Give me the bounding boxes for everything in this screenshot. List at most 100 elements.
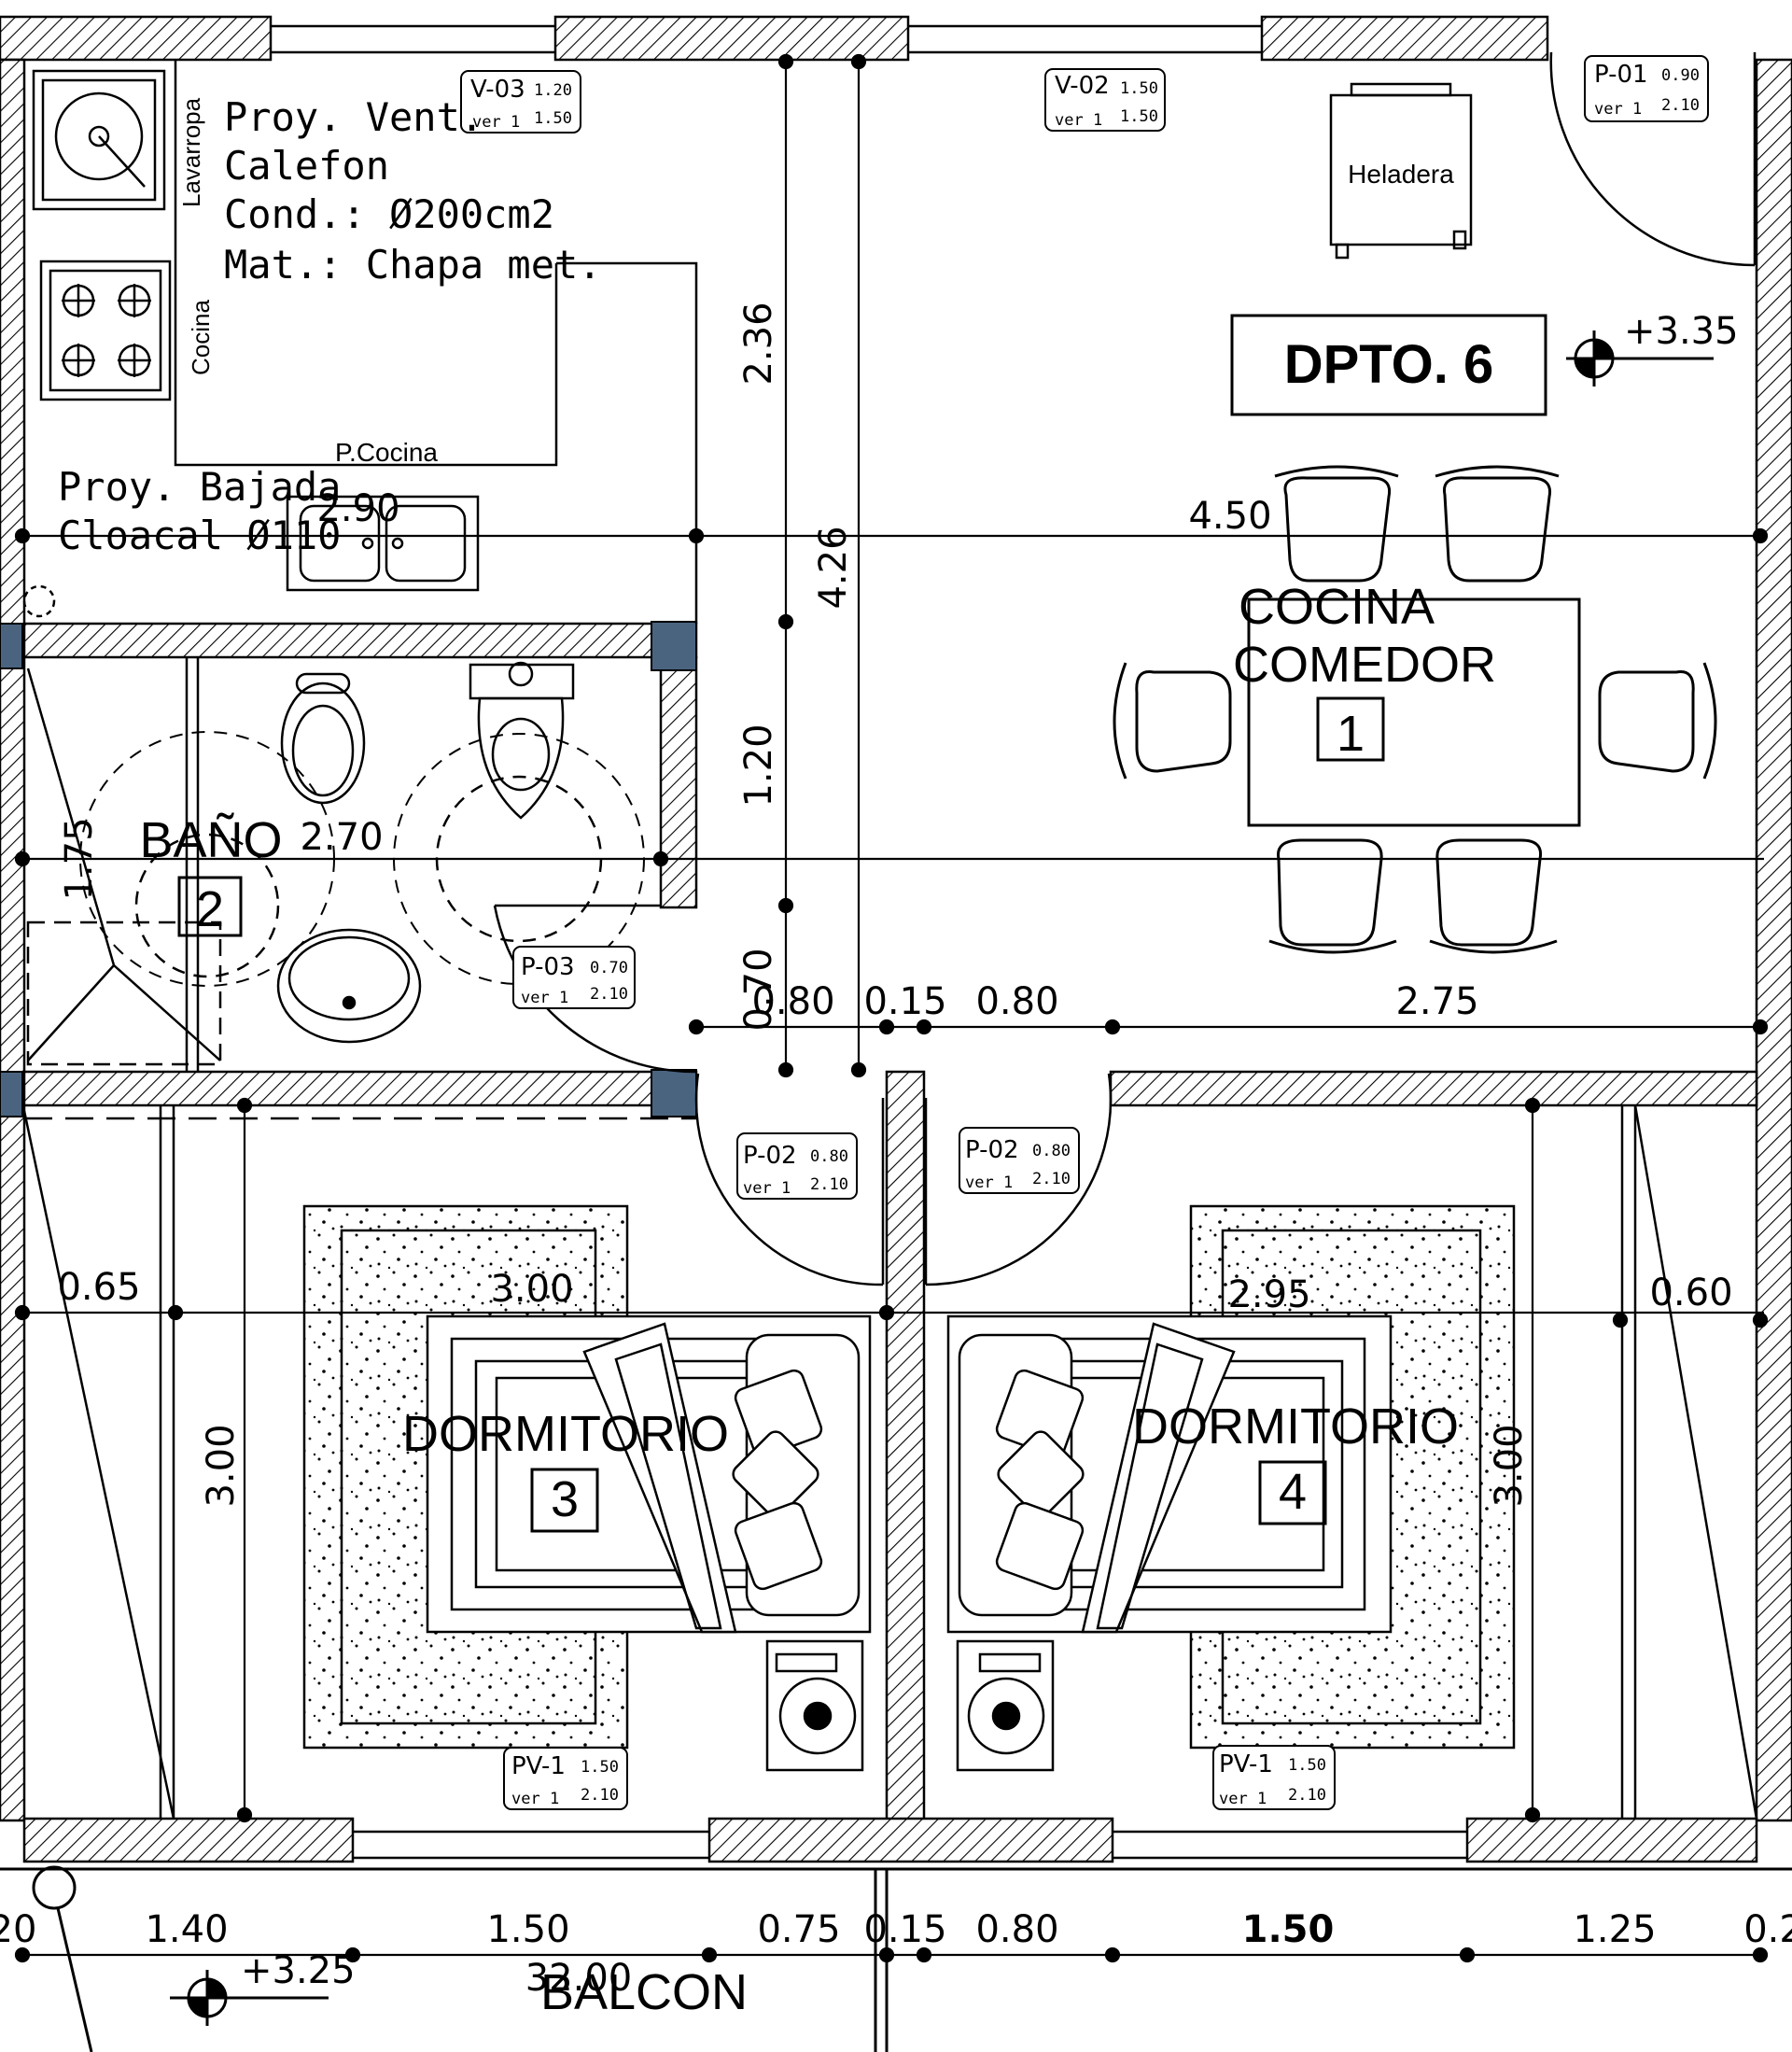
- room-4-width: 2.95: [1227, 1273, 1310, 1316]
- room-2-depth: 1.75: [58, 817, 101, 900]
- chair-icon: [1277, 838, 1383, 947]
- sewer-note-1: Proy. Bajada: [58, 464, 341, 510]
- columns: [0, 621, 697, 1117]
- dim-bottom-6: 0.80: [975, 1908, 1058, 1951]
- washbasin-bowl: [287, 935, 411, 1021]
- fan-hub: [991, 1701, 1021, 1731]
- room-1-line2: COMEDOR: [1233, 637, 1496, 693]
- balcony-name: BALCON: [540, 1964, 748, 2020]
- room-2-number: 2: [196, 881, 224, 937]
- dim-tick: [916, 1947, 932, 1963]
- level-main: +3.35: [1624, 310, 1739, 353]
- dim-tick: [236, 1097, 253, 1114]
- dim-bottom-5: 0.15: [863, 1908, 946, 1951]
- door-swing-p02-right: [925, 1073, 1113, 1286]
- cushion-icon: [995, 1501, 1085, 1591]
- tag-pv1a-cap: ver 1: [511, 1790, 559, 1808]
- room-number-box: [1258, 1460, 1327, 1525]
- downpipe-icon: [32, 1865, 77, 1910]
- level-markers: [170, 330, 1714, 2026]
- opening-tag-box: [1584, 55, 1709, 122]
- chair-icon: [1435, 838, 1543, 947]
- room-4-depth: 3.00: [1488, 1424, 1531, 1507]
- dim-vertical-1: 2.36: [737, 302, 780, 385]
- chair-icon: [1442, 476, 1552, 583]
- dim-tick: [14, 1304, 31, 1321]
- chair-icon: [1135, 669, 1232, 773]
- tag-v03-code: V-03: [470, 76, 525, 104]
- tag-v03-cap: ver 1: [472, 113, 520, 132]
- dining-set: [1113, 465, 1717, 954]
- opening-tag-box: [959, 1127, 1080, 1194]
- chair-icon: [1598, 669, 1695, 773]
- opening-tag-box: [460, 70, 581, 134]
- toilet-seat: [508, 661, 534, 687]
- apartment-label-box: [1230, 314, 1547, 416]
- wall-bottom-3: [1465, 1817, 1758, 1863]
- room-4-right-dim: 0.60: [1649, 1272, 1732, 1314]
- column: [0, 1071, 23, 1117]
- door-swing-p02-left: [694, 1073, 884, 1286]
- balcony-dim: 32.00: [525, 1957, 633, 2000]
- opening-tag-box: [512, 946, 636, 1009]
- bidet-bowl: [291, 704, 355, 797]
- vent-note-1: Proy. Vent.: [224, 94, 483, 140]
- closet-line: [22, 1110, 175, 1820]
- room-3-width: 3.00: [490, 1268, 573, 1311]
- toilet-icon: [477, 696, 565, 820]
- dim-hall-2: 0.15: [863, 980, 946, 1023]
- blanket-fold: [582, 1322, 737, 1634]
- dim-tick: [652, 850, 669, 867]
- dim-tick: [1104, 1019, 1121, 1035]
- dimension-lines: [14, 53, 1769, 1963]
- dim-tick: [1104, 1947, 1121, 1963]
- dim-bottom-4: 0.75: [757, 1908, 840, 1951]
- counter-label: P.Cocina: [335, 438, 438, 467]
- tag-p01-code: P-01: [1594, 61, 1648, 89]
- room-1-width: 4.50: [1188, 495, 1271, 538]
- dim-tick: [777, 53, 794, 70]
- chair-back: [1113, 662, 1127, 780]
- dim-tick: [1752, 1019, 1769, 1035]
- room-4-name: DORMITORIO: [1132, 1398, 1459, 1455]
- vent-note-2: Calefon: [224, 143, 389, 189]
- sink-bowl: [385, 504, 467, 583]
- tag-pv1a-h: 2.10: [581, 1786, 619, 1805]
- leader-line: [98, 135, 146, 188]
- dim-tick: [878, 1304, 895, 1321]
- dim-tick: [688, 1019, 705, 1035]
- window-frames: [271, 24, 1467, 1860]
- dim-tick: [701, 1947, 718, 1963]
- tag-pv1b-code: PV-1: [1219, 1750, 1273, 1778]
- dim-tick: [1612, 1312, 1629, 1328]
- chair-back: [1268, 939, 1397, 954]
- dim-tick: [1752, 1947, 1769, 1963]
- dim-tick: [777, 897, 794, 914]
- bedroom-4-furniture: [946, 1104, 1758, 1820]
- cushion-icon: [997, 1430, 1085, 1518]
- dim-hall-3: 0.80: [975, 980, 1058, 1023]
- chair-back: [1435, 465, 1560, 478]
- tag-p01-h: 2.10: [1661, 96, 1700, 115]
- dim-hall-4: 2.75: [1395, 980, 1478, 1023]
- wall-left: [0, 58, 26, 1822]
- ac-grille: [978, 1652, 1042, 1673]
- dim-tick: [14, 527, 31, 544]
- room-3-left-dim: 0.65: [57, 1266, 140, 1309]
- sewer-note-2: Cloacal Ø110: [58, 513, 341, 558]
- dim-vertical-2: 4.26: [812, 526, 855, 609]
- opening-tags: [460, 55, 1709, 1810]
- walls: [0, 15, 1792, 1863]
- kitchen-counter: [174, 60, 558, 467]
- fridge-foot: [1335, 243, 1350, 260]
- dim-tick: [1752, 1312, 1769, 1328]
- dim-bottom-9: 0.2: [1743, 1908, 1792, 1951]
- tag-v03-h: 1.50: [534, 109, 572, 128]
- wall-bath-right: [659, 655, 698, 909]
- tag-v02-cap: ver 1: [1055, 111, 1102, 130]
- stair-line: [56, 1907, 93, 2052]
- washing-drum-icon: [54, 91, 144, 181]
- tag-pv1b-h: 2.10: [1288, 1786, 1326, 1805]
- tag-pv1b-w: 1.50: [1288, 1756, 1326, 1775]
